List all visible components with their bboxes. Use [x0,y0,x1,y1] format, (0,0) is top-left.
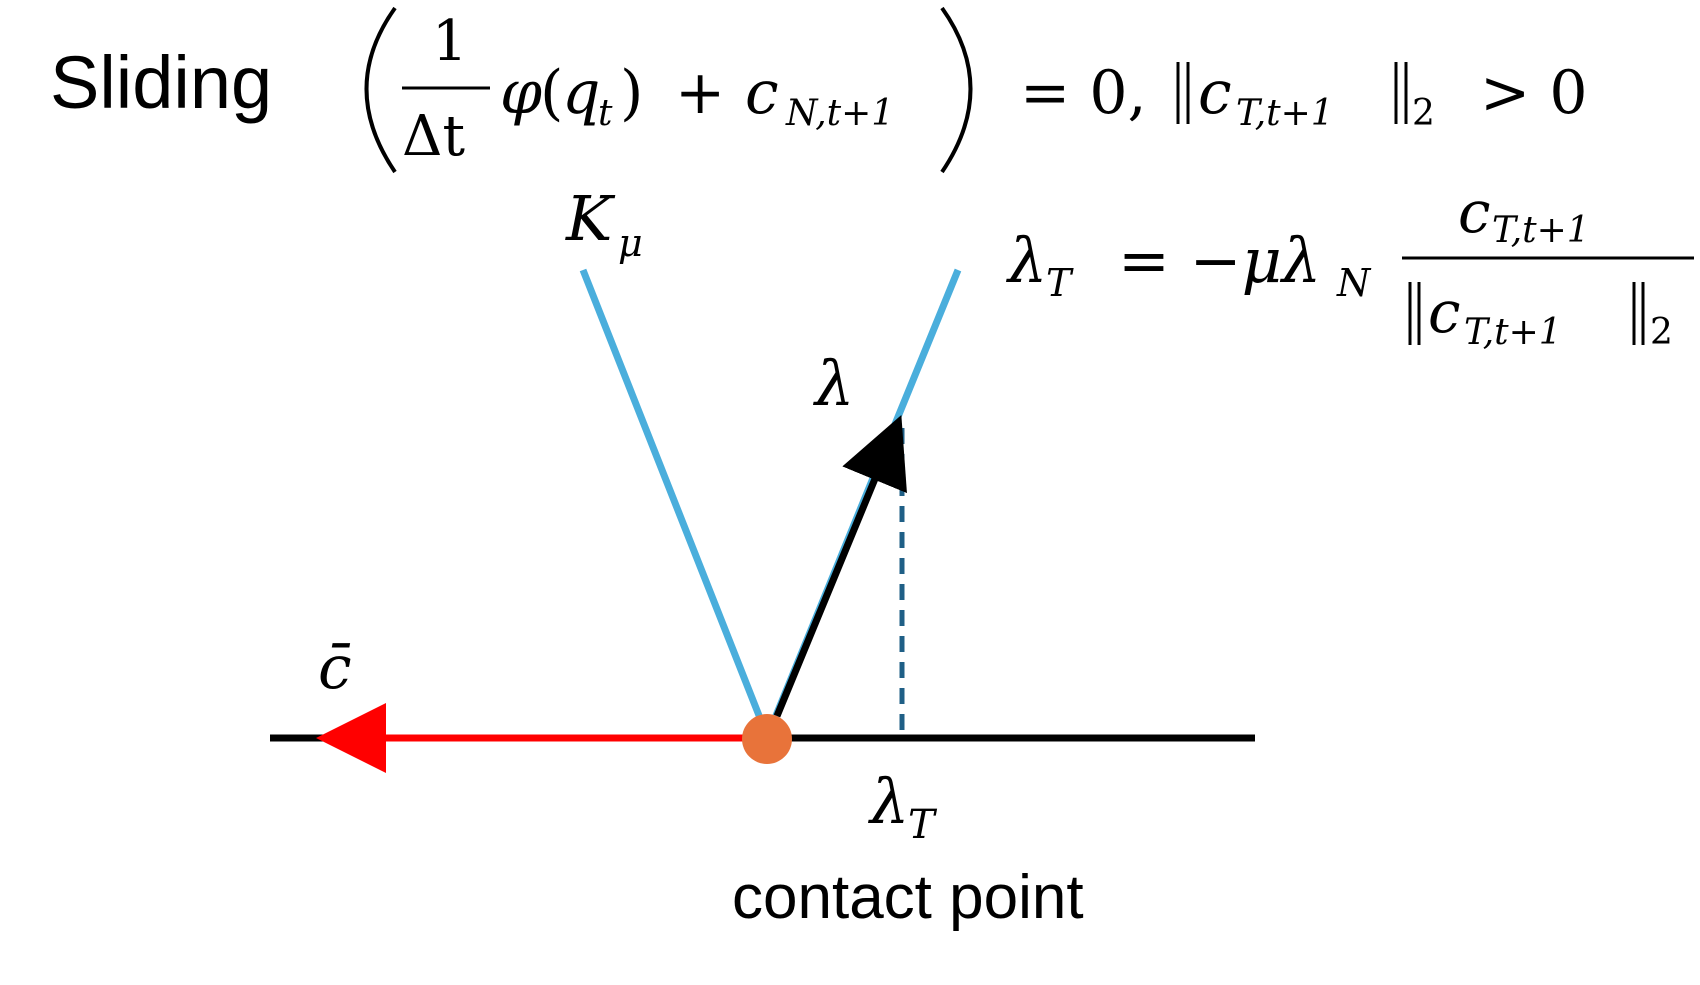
frac-numerator: 1 [432,9,468,74]
friction-numerator: c [1458,178,1490,246]
friction-lhs: λ [1005,224,1047,297]
friction-denominator-subscript: T,t+1 [1464,312,1562,353]
q-symbol: q [562,58,600,128]
velocity-label: c̄ [318,633,352,703]
sliding-title: Sliding [50,41,273,124]
left-paren [364,6,397,174]
contact-force-arrow [773,415,907,718]
friction-rhs-coeff: = −μλ [1118,224,1321,297]
friction-numerator-subscript: T,t+1 [1492,210,1590,251]
friction-cone-left-edge [579,268,764,720]
norm-c-subscript: T,t+1 [1236,93,1334,134]
contact-force-label: λ [812,347,854,420]
plus-sign: + [675,58,725,128]
friction-law-formula: λ T = −μλ N c T,t+1 c T,t+1 2 [1005,178,1694,353]
paren-close: ) [620,58,643,128]
c-subscript: N,t+1 [785,93,894,134]
contact-point-marker [742,714,792,764]
right-paren [940,6,973,174]
greater-than-zero: > 0 [1480,58,1588,128]
friction-norm-two: 2 [1650,312,1673,353]
contact-point-label: contact point [732,863,1084,932]
norm-c-symbol: c [1198,58,1232,128]
q-subscript: t [598,93,613,134]
friction-rhs-subscript: N [1336,261,1372,305]
cone-label-subscript: μ [618,221,643,265]
frac-denominator: Δt [402,104,465,169]
c-symbol: c [745,58,779,128]
tangential-force-subscript: T [908,802,938,848]
tangential-force-label: λ [867,765,909,838]
friction-lhs-subscript: T [1046,261,1074,305]
paren-open: ( [540,58,563,128]
phi-symbol: φ [500,58,542,128]
cone-label: K [565,182,616,255]
equals-zero: = 0, [1020,58,1147,128]
friction-denominator: c [1428,278,1460,346]
sliding-condition-formula: 1 Δt φ ( q t ) + c N,t+1 = 0, c T,t+1 2 … [364,6,1588,174]
norm-two: 2 [1412,93,1435,134]
